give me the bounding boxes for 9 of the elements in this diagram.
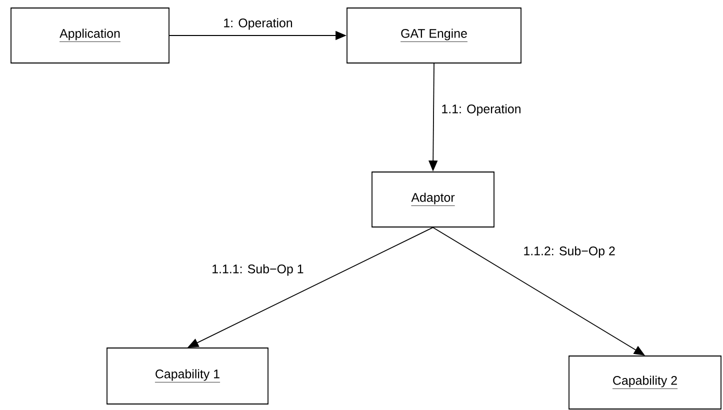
edge-label: 1.1.1: Sub−Op 1 [210, 263, 305, 277]
object-box: Capability 1 [106, 348, 268, 404]
edge-label: 1: Operation [222, 17, 294, 31]
edge-label: 1.1.2: Sub−Op 2 [522, 245, 616, 259]
object-box: Adaptor [372, 172, 494, 228]
object-box: GAT Engine [346, 8, 522, 64]
object-box: Application [10, 8, 170, 64]
edge-label: 1.1: Operation [440, 103, 522, 117]
object-box: Capability 2 [568, 356, 722, 410]
